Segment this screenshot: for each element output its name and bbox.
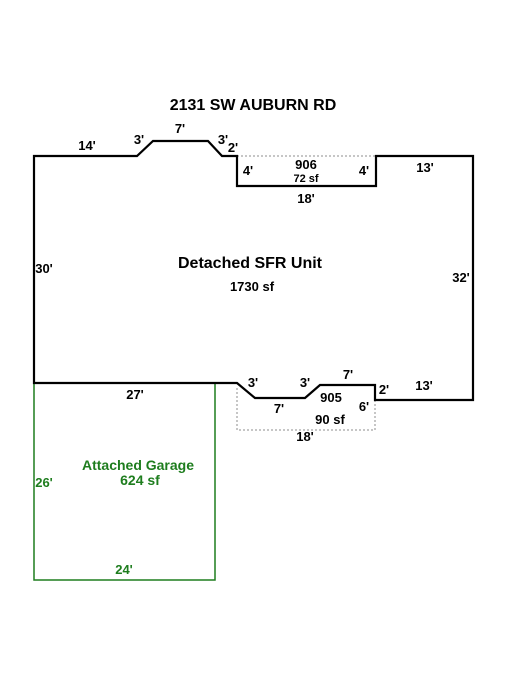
property-address-title: 2131 SW AUBURN RD: [170, 97, 337, 114]
main-unit-name: Detached SFR Unit: [178, 255, 323, 272]
dim-bottom-step: 2': [379, 382, 389, 397]
garage-name: Attached Garage: [82, 457, 194, 473]
addition-905-area: 90 sf: [315, 412, 345, 427]
addition-905-bottom-dim: 18': [296, 429, 314, 444]
dim-notch-bottom: 18': [297, 191, 315, 206]
dim-right: 32': [452, 270, 470, 285]
dim-bottom-left: 27': [126, 387, 144, 402]
garage-bottom-dim: 24': [115, 562, 133, 577]
dim-bottom-bevel-right: 3': [300, 375, 310, 390]
dim-bottom-mid: 7': [274, 401, 284, 416]
garage-area: 624 sf: [120, 472, 160, 488]
dim-top-bevel-right: 3': [218, 132, 228, 147]
dim-bottom-top-mid: 7': [343, 367, 353, 382]
dim-top-mid: 7': [175, 121, 185, 136]
dim-notch-left: 4': [243, 163, 253, 178]
dim-notch-short: 2': [228, 140, 238, 155]
main-unit-outline: [32, 139, 475, 402]
addition-905-outline: [236, 388, 376, 431]
dim-bottom-right: 13': [415, 378, 433, 393]
dim-top-bevel-left: 3': [134, 132, 144, 147]
dim-bottom-notch-short: 6': [359, 399, 369, 414]
dim-top-right: 13': [416, 160, 434, 175]
dim-bottom-bevel-left: 3': [248, 375, 258, 390]
addition-905-id: 905: [320, 390, 342, 405]
main-unit-area: 1730 sf: [230, 279, 275, 294]
dim-notch-right: 4': [359, 163, 369, 178]
addition-906-id: 906: [295, 157, 317, 172]
addition-906-area: 72 sf: [293, 173, 318, 185]
garage-left-dim: 26': [35, 475, 53, 490]
dim-left: 30': [35, 261, 53, 276]
dim-top-left: 14': [78, 138, 96, 153]
